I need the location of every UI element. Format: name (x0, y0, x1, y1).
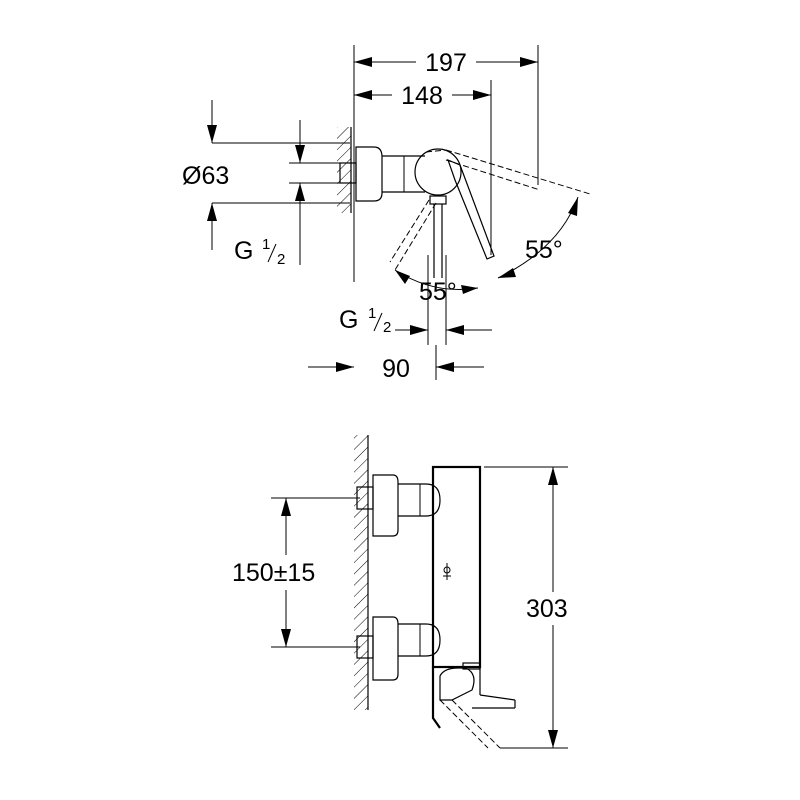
angle-left: 55° (394, 269, 479, 306)
diameter-label: Ø63 (182, 162, 229, 190)
dimension-148-label: 148 (401, 82, 443, 110)
height-label: 303 (526, 595, 568, 623)
angle-left-label: 55° (419, 278, 457, 306)
top-view: 197 148 Ø63 G 1 (182, 45, 591, 383)
inlet-thread-label: G (234, 237, 253, 265)
front-view: 150±15 303 (232, 435, 568, 749)
inlet-thread-denominator: 2 (277, 251, 285, 268)
dimension-197: 197 (354, 49, 538, 77)
dimension-148: 148 (354, 82, 491, 110)
dimension-outlet-thread: G 1 2 (339, 255, 492, 345)
wall-hatch-top (337, 127, 351, 213)
upper-inlet (356, 474, 441, 537)
outlet-thread-denominator: 2 (383, 319, 391, 336)
dimension-90-label: 90 (382, 355, 410, 383)
center-distance-label: 150±15 (232, 559, 315, 587)
dimension-inlet-thread: G 1 2 (234, 120, 345, 268)
lower-inlet (356, 616, 441, 681)
dimension-center-distance: 150±15 (232, 497, 360, 648)
main-body (431, 465, 516, 749)
angle-right: 55° (497, 196, 579, 279)
outlet-thread-label: G (339, 306, 358, 334)
outlet-thread-numerator: 1 (368, 305, 376, 322)
dimension-height: 303 (484, 466, 568, 749)
dimension-90: 90 (308, 345, 484, 383)
wall-hatch-front (354, 435, 368, 710)
angle-right-label: 55° (525, 236, 563, 264)
dimension-diameter: Ø63 (182, 100, 350, 250)
dimension-197-label: 197 (425, 49, 467, 77)
inlet-thread-numerator: 1 (262, 236, 270, 253)
faucet-body-top (339, 146, 591, 278)
